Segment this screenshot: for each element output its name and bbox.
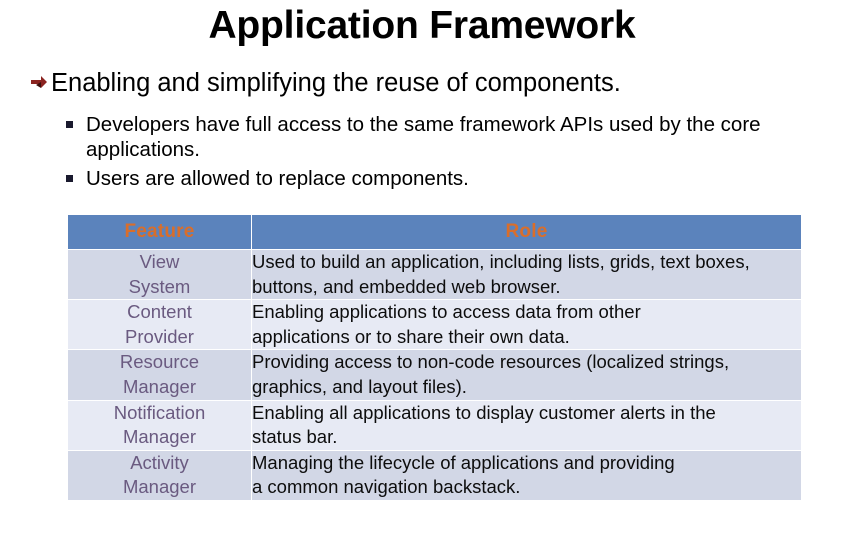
role-line: Used to build an application, including … (252, 251, 750, 272)
feature-line: Manager (122, 426, 196, 448)
feature-line: Manager (122, 375, 196, 397)
bullet-level1-text: Enabling and simplifying the reuse of co… (51, 69, 621, 97)
feature-line: Manager (122, 476, 196, 498)
feature-line: View (139, 251, 180, 272)
cell-role: Enabling all applications to display cus… (251, 399, 802, 451)
cell-role: Managing the lifecycle of applications a… (251, 449, 802, 501)
square-bullet-icon (66, 121, 86, 128)
role-line: Enabling all applications to display cus… (252, 401, 716, 423)
role-line: buttons, and embedded web browser. (252, 275, 561, 297)
bullet-level2-text: Users are allowed to replace components. (86, 166, 469, 190)
feature-role-table: Feature Role View System Used to build a… (67, 214, 802, 501)
list-item: Developers have full access to the same … (66, 112, 826, 163)
cell-feature: Activity Manager (67, 449, 252, 501)
table-row: Resource Manager Providing access to non… (67, 349, 802, 401)
table-row: Activity Manager Managing the lifecycle … (67, 449, 802, 501)
arrow-bullet-icon (28, 73, 50, 101)
column-header-role: Role (251, 214, 802, 250)
cell-feature: View System (67, 248, 252, 301)
cell-role: Providing access to non-code resources (… (251, 349, 802, 401)
bullet-level2-list: Developers have full access to the same … (66, 112, 826, 194)
page-title: Application Framework (208, 4, 636, 47)
table-row: Content Provider Enabling applications t… (67, 299, 802, 351)
role-line: a common navigation backstack. (252, 476, 521, 498)
bullet-level1: Enabling and simplifying the reuse of co… (28, 69, 828, 101)
role-line: status bar. (252, 426, 338, 448)
role-line: Enabling applications to access data fro… (252, 301, 641, 323)
role-line: Providing access to non-code resources (… (252, 351, 730, 373)
feature-line: Activity (130, 451, 189, 473)
feature-line: Notification (113, 401, 206, 423)
cell-role: Enabling applications to access data fro… (251, 299, 802, 351)
cell-feature: Resource Manager (67, 349, 252, 401)
bullet-level2-text: Developers have full access to the same … (86, 113, 761, 162)
table-row: Notification Manager Enabling all applic… (67, 399, 802, 451)
feature-line: Provider (125, 325, 194, 347)
cell-feature: Content Provider (67, 299, 252, 351)
column-header-feature: Feature (67, 214, 252, 250)
table-row: View System Used to build an application… (67, 248, 802, 301)
feature-line: Resource (119, 351, 200, 373)
feature-line: Content (127, 301, 192, 323)
table-header-row: Feature Role (67, 214, 802, 250)
cell-feature: Notification Manager (67, 399, 252, 451)
role-line: applications or to share their own data. (252, 325, 570, 347)
role-line: graphics, and layout files). (252, 375, 467, 397)
square-bullet-icon (66, 174, 86, 182)
feature-line: System (128, 275, 191, 297)
cell-role: Used to build an application, including … (251, 248, 802, 301)
list-item: Users are allowed to replace components. (66, 166, 826, 191)
role-line: Managing the lifecycle of applications a… (252, 451, 675, 473)
